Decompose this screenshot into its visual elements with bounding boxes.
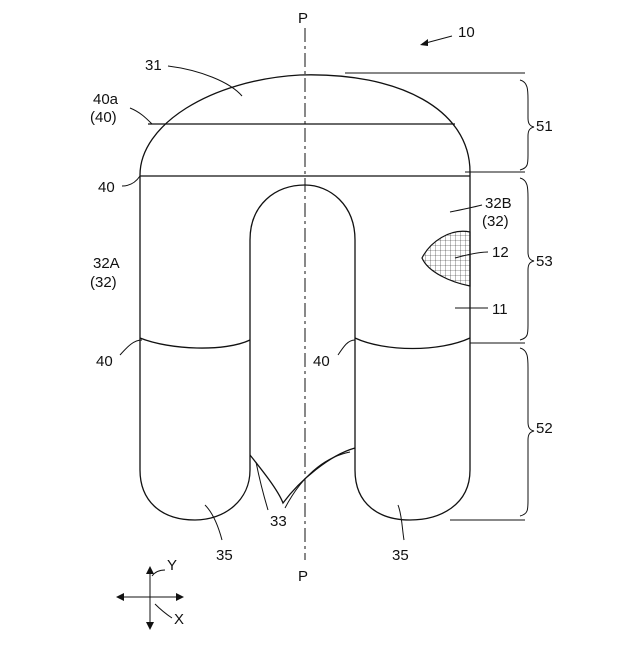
leader-33-right (285, 452, 350, 508)
label-33: 33 (270, 513, 287, 530)
label-32a-paren: (32) (90, 274, 117, 291)
label-40a-paren: (40) (90, 109, 117, 126)
label-31: 31 (145, 57, 162, 74)
leader-33-left (256, 462, 268, 510)
leader-40-center (338, 340, 355, 355)
seam-40-right-lower (355, 338, 470, 349)
leader-32b (450, 205, 482, 212)
label-40-left: 40 (98, 179, 115, 196)
region-53-label: 53 (536, 253, 553, 270)
ref-10-arrowhead (420, 39, 428, 46)
coord-arrow-up (146, 566, 154, 574)
leader-40-left (122, 176, 140, 186)
coordinate-indicator: Y X (116, 557, 184, 630)
label-35-left: 35 (216, 547, 233, 564)
label-40-left-lower: 40 (96, 353, 113, 370)
label-12: 12 (492, 244, 509, 261)
label-32b-paren: (32) (482, 213, 509, 230)
axis-label-bottom: P (298, 568, 308, 585)
coord-y-leader (152, 570, 165, 576)
leader-40a (130, 108, 152, 124)
label-32a: 32A (93, 255, 120, 272)
ref-main-label: 10 (458, 24, 475, 41)
region-52-label: 52 (536, 420, 553, 437)
seam-40-left-lower (140, 338, 250, 348)
coord-arrow-down (146, 622, 154, 630)
label-40-center: 40 (313, 353, 330, 370)
axis-label-top: P (298, 10, 308, 27)
leader-40-left-lower (120, 340, 142, 355)
brace-52 (520, 348, 534, 516)
coord-arrow-left (116, 593, 124, 601)
label-32b: 32B (485, 195, 512, 212)
mesh-patch-12 (422, 231, 470, 286)
region-51-label: 51 (536, 118, 553, 135)
leader-35-right (398, 505, 404, 540)
coord-x-leader (155, 604, 172, 618)
brace-53 (520, 178, 534, 340)
label-35-right: 35 (392, 547, 409, 564)
label-11: 11 (492, 301, 508, 318)
brace-51 (520, 80, 534, 170)
leader-31 (168, 66, 242, 96)
coord-label-y: Y (167, 557, 177, 574)
notch-33 (250, 448, 355, 503)
coord-label-x: X (174, 611, 184, 628)
coord-arrow-right (176, 593, 184, 601)
label-40a: 40a (93, 91, 119, 108)
leader-35-left (205, 505, 222, 540)
